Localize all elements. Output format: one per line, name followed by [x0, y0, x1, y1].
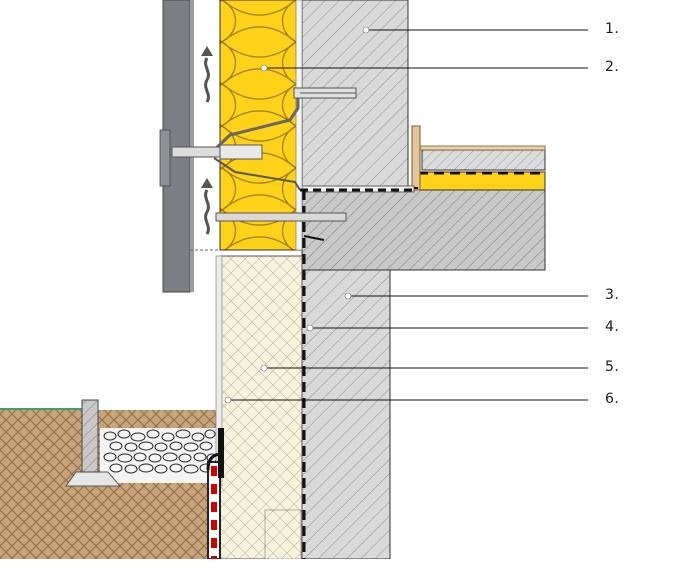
- gravel-bed: [100, 428, 218, 483]
- callout-label-6: 6.: [605, 391, 620, 407]
- callout-label-4: 4.: [605, 319, 620, 335]
- callout-label-5: 5.: [605, 359, 620, 375]
- leader-lines: [228, 29, 588, 401]
- curb-stone: [65, 399, 122, 487]
- ventilation-arrows: [201, 46, 213, 235]
- fixing-bracket: [171, 87, 357, 251]
- floor-buildup: [410, 125, 546, 191]
- perimeter-insulation: [219, 255, 303, 560]
- adhesive-layer: [295, 0, 303, 251]
- concrete-wall-lower: [301, 269, 391, 560]
- leader-dots: [224, 26, 370, 404]
- callout-label-2: 2.: [605, 59, 620, 75]
- mineral-wool-insulation: [219, 0, 303, 251]
- facade-cladding: [159, 0, 194, 293]
- callout-label-1: 1.: [605, 21, 620, 37]
- callout-label-3: 3.: [605, 287, 620, 303]
- floor-slab: [301, 189, 546, 271]
- drainage-membrane: [206, 428, 224, 560]
- perimeter-insulation-base: [264, 509, 302, 560]
